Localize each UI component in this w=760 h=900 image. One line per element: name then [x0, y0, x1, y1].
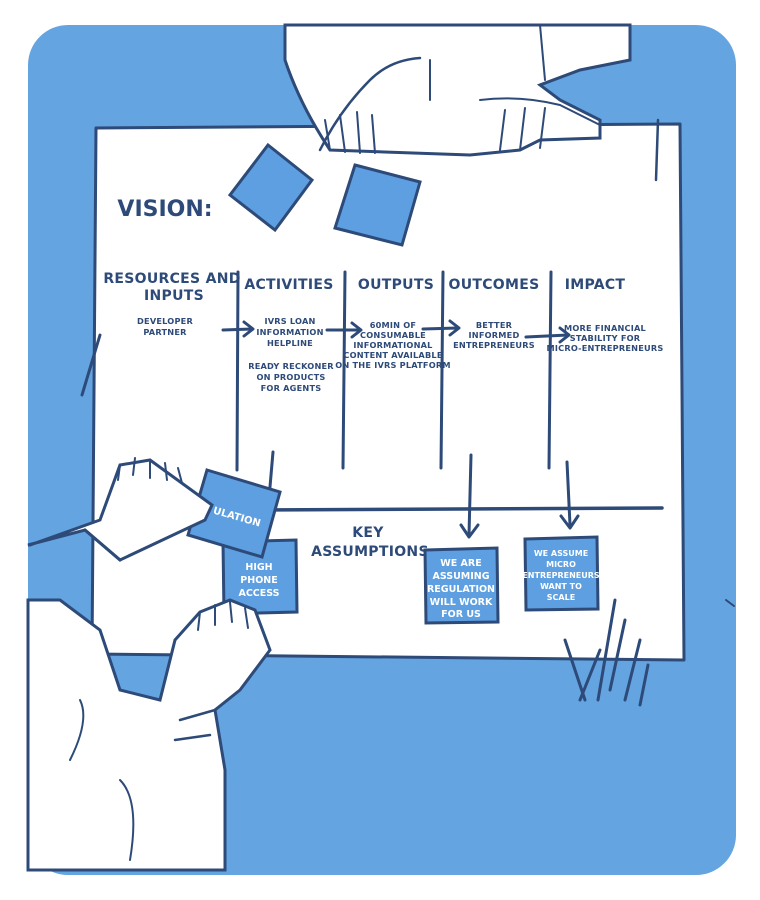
outcomes-line-1: BETTER — [476, 320, 513, 330]
column-dividers — [235, 270, 553, 472]
outputs-line-5: ON THE IVRS PLATFORM — [335, 360, 451, 370]
micro-line-2: MICRO — [546, 560, 576, 569]
regulation-line-5: FOR US — [441, 609, 481, 620]
micro-line-3: ENTREPRENEURS — [522, 571, 600, 580]
top-person-arms — [283, 23, 632, 157]
phone-line-1: HIGH — [245, 562, 272, 573]
activities-line-6: FOR AGENTS — [261, 383, 322, 393]
activities-line-5: ON PRODUCTS — [256, 372, 325, 382]
header-outputs: OUTPUTS — [358, 277, 434, 293]
activities-line-4: READY RECKONER — [248, 361, 334, 371]
impact-line-2: STABILITY FOR — [570, 333, 641, 343]
regulation-line-3: REGULATION — [427, 584, 495, 595]
impact-line-3: MICRO-ENTREPRENEURS — [547, 343, 664, 353]
sticky-high-phone-access: HIGH PHONE ACCESS — [221, 538, 299, 616]
regulation-line-4: WILL WORK — [430, 597, 493, 608]
key-assumptions-line2: ASSUMPTIONS — [311, 544, 429, 560]
micro-line-1: WE ASSUME — [534, 549, 588, 558]
bottom-person — [26, 457, 272, 872]
vision-label: VISION: — [117, 197, 212, 222]
header-resources-line2: INPUTS — [144, 288, 204, 304]
blank-sticky-1 — [227, 142, 315, 233]
header-outcomes: OUTCOMES — [449, 277, 540, 293]
regulation-line-1: WE ARE — [440, 558, 481, 569]
header-impact: IMPACT — [565, 277, 626, 293]
key-assumptions-line1: KEY — [352, 525, 384, 541]
outputs-line-1: 60MIN OF — [370, 320, 416, 330]
outcomes-line-2: INFORMED — [469, 330, 520, 340]
header-activities: ACTIVITIES — [244, 277, 333, 293]
header-resources-line1: RESOURCES AND — [103, 271, 240, 287]
activities-line-2: INFORMATION — [256, 327, 323, 337]
sticky-micro-entrepreneurs: WE ASSUME MICRO ENTREPRENEURS WANT TO SC… — [522, 535, 600, 612]
blank-sticky-2 — [333, 163, 422, 247]
assumptions-divider — [245, 506, 664, 512]
outcomes-line-3: ENTREPRENEURS — [453, 340, 535, 350]
flow-arrows — [221, 319, 571, 344]
outputs-line-3: INFORMATIONAL — [353, 340, 432, 350]
outputs-line-2: CONSUMABLE — [360, 330, 426, 340]
regulation-line-2: ASSUMING — [432, 571, 489, 582]
micro-line-4: WANT TO — [540, 582, 582, 591]
impact-line-1: MORE FINANCIAL — [564, 323, 646, 333]
micro-line-5: SCALE — [547, 593, 575, 602]
phone-line-3: ACCESS — [238, 588, 279, 599]
outputs-line-4: CONTENT AVAILABLE — [343, 350, 442, 360]
resources-line-1: DEVELOPER — [137, 316, 193, 326]
activities-line-3: HELPLINE — [267, 338, 313, 348]
hatch-scribbles — [563, 598, 650, 707]
sticky-regulation: WE ARE ASSUMING REGULATION WILL WORK FOR… — [423, 546, 500, 625]
phone-line-2: PHONE — [240, 575, 277, 586]
activities-line-1: IVRS LOAN — [264, 316, 315, 326]
resources-line-2: PARTNER — [143, 327, 187, 337]
